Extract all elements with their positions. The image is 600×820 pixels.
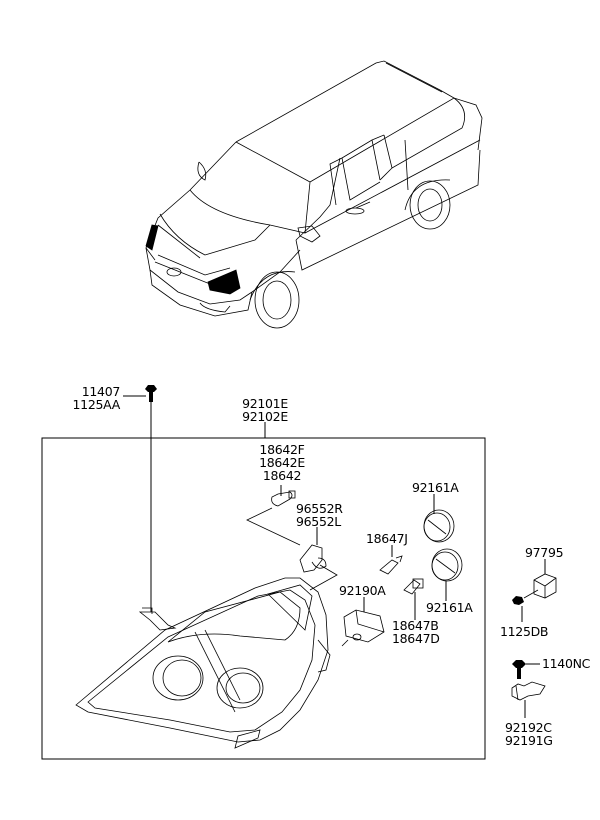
callout-cap-lower: 92161A xyxy=(426,601,473,614)
part-number: 18642F xyxy=(259,442,305,457)
part-number: 92191G xyxy=(505,733,553,748)
callout-bulb-position: 18642F 18642E 18642 xyxy=(252,443,312,482)
bulb-18647b-icon xyxy=(403,578,424,595)
screw-icon xyxy=(512,660,526,679)
callout-bulb-low: 18647J xyxy=(366,532,408,545)
callout-bolt-top: 11407 1125AA xyxy=(70,384,121,412)
callout-actuator: 92190A xyxy=(339,584,386,597)
callout-cap-upper: 92161A xyxy=(412,481,459,494)
headlamp-assembly-illustration xyxy=(75,577,331,749)
part-number: 92161A xyxy=(426,600,473,615)
part-number: 1125DB xyxy=(500,624,549,639)
minivan-illustration xyxy=(145,60,483,329)
part-number: 18647J xyxy=(366,531,408,546)
part-number: 97795 xyxy=(525,545,564,560)
relay-bolt-icon xyxy=(512,596,524,605)
part-number: 92190A xyxy=(339,583,386,598)
part-number: 92101E xyxy=(242,396,288,411)
part-number: 92102E xyxy=(242,409,288,424)
callout-relay-bolt: 1125DB xyxy=(500,624,549,639)
callout-socket: 96552R 96552L xyxy=(296,502,343,528)
callout-bracket: 92192C 92191G xyxy=(505,721,553,747)
callout-headlamp-assy: 92101E 92102E xyxy=(235,397,295,423)
part-number: 18642 xyxy=(262,468,302,483)
dust-cap-lower-icon xyxy=(431,548,463,582)
bolt-icon xyxy=(145,385,157,402)
part-number: 18642E xyxy=(259,455,305,470)
part-number: 92161A xyxy=(412,480,459,495)
callout-screw: 1140NC xyxy=(542,657,590,670)
bulb-18642-icon xyxy=(271,490,296,507)
part-number: 96552L xyxy=(296,514,341,529)
leveling-actuator-icon xyxy=(341,609,385,647)
part-number: 96552R xyxy=(296,501,343,516)
part-number: 18647D xyxy=(392,631,440,646)
part-number: 1125AA xyxy=(72,397,121,412)
part-number: 18647B xyxy=(392,618,439,633)
part-number: 1140NC xyxy=(542,656,591,671)
bracket-icon xyxy=(511,681,546,701)
socket-icon xyxy=(299,544,327,573)
dust-cap-upper-icon xyxy=(423,509,455,543)
part-number: 11407 xyxy=(81,384,121,399)
relay-icon xyxy=(533,573,557,599)
callout-relay: 97795 xyxy=(525,545,564,560)
callout-bulb-high: 18647B 18647D xyxy=(392,619,440,645)
part-number: 92192C xyxy=(505,720,552,735)
bulb-18647j-icon xyxy=(379,555,403,575)
assembly-box xyxy=(41,437,486,760)
